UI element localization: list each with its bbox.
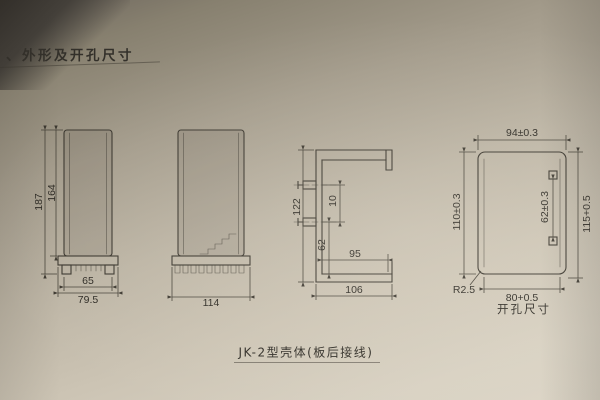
panel-cutout-drawing bbox=[459, 135, 583, 293]
cutout-title: 开孔尺寸 bbox=[497, 302, 551, 316]
dim-label-lower-gap: 62 bbox=[316, 239, 328, 251]
dim-label-cutout-right-height: 115+0.5 bbox=[581, 195, 593, 233]
front-view-drawing bbox=[41, 125, 123, 297]
dim-label-hole-spacing: 62±0.3 bbox=[539, 190, 551, 224]
page-heading: 、外形及开孔尺寸 bbox=[6, 48, 134, 64]
dim-label-total-height: 187 bbox=[33, 193, 45, 211]
dim-label-side-width: 114 bbox=[202, 297, 220, 309]
dim-label-corner-radius: R2.5 bbox=[452, 284, 476, 296]
caption-underline bbox=[234, 362, 380, 363]
dim-label-upper-gap: 10 bbox=[327, 195, 339, 207]
dim-label-cutout-bottom-width: 80+0.5 bbox=[505, 292, 539, 304]
dim-label-outer-width: 79.5 bbox=[77, 294, 99, 306]
dim-label-section-outer-width: 106 bbox=[345, 284, 363, 296]
dim-label-inner-width: 65 bbox=[82, 275, 94, 287]
dim-label-cutout-top-width: 94±0.3 bbox=[505, 127, 539, 139]
dim-label-section-height: 122 bbox=[291, 198, 303, 216]
side-view-drawing bbox=[167, 129, 255, 301]
dim-label-section-inner-width: 95 bbox=[349, 248, 361, 260]
dim-label-case-height: 164 bbox=[46, 184, 58, 202]
figure-caption: JK-2型壳体(板后接线) bbox=[238, 345, 374, 360]
dim-label-cutout-left-height: 110±0.3 bbox=[451, 193, 463, 231]
section-view-drawing bbox=[293, 145, 397, 300]
